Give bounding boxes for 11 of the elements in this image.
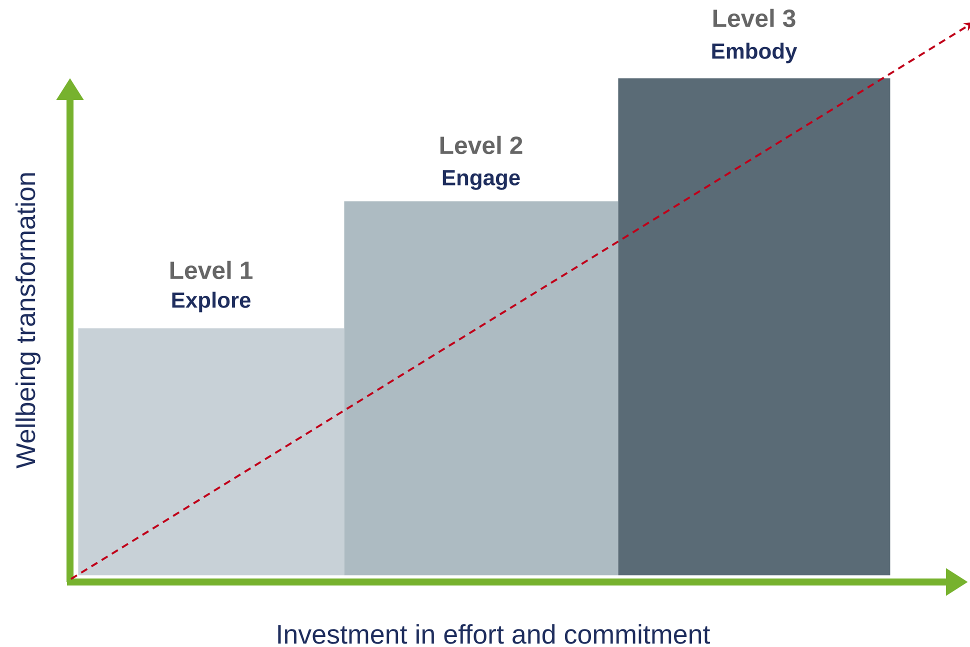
node-label: Level 1 [170, 260, 253, 280]
axis-label: Investment in effort and commitment [278, 624, 710, 644]
axis-label: Wellbeing transformation [15, 173, 41, 468]
level-bar: Level 2 Engage [344, 136, 618, 576]
node-label: Embody [712, 42, 798, 64]
node-label: Explore [172, 292, 250, 312]
node-label: Engage [442, 170, 520, 190]
level-bar: Level 3 Embody [618, 8, 890, 576]
level-bar: Level 1 Explore [78, 260, 344, 576]
node-label: Level 3 [713, 8, 796, 28]
node-label: Level 2 [440, 136, 522, 154]
